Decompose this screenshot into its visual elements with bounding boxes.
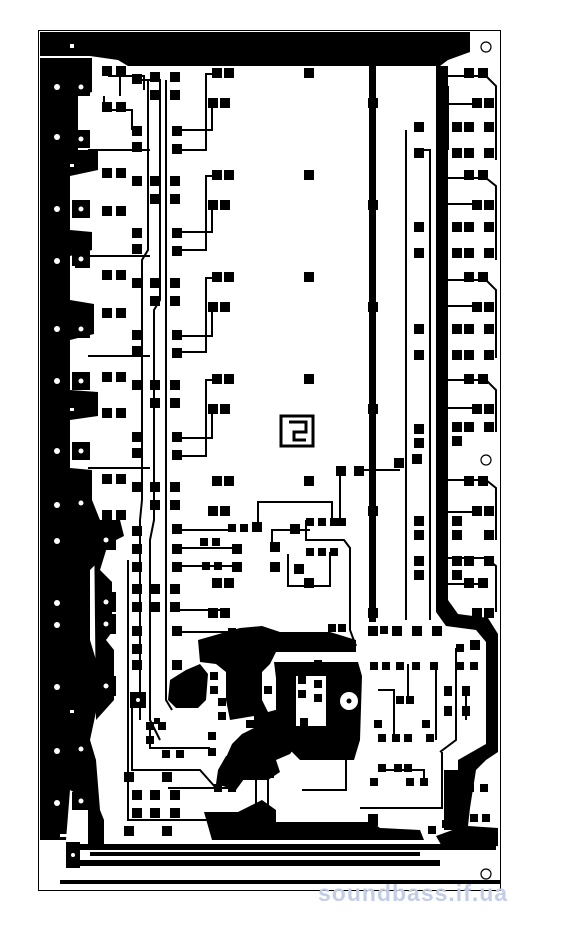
pads: [46, 66, 494, 868]
mounting-hole-icon: [480, 454, 492, 466]
watermark-text: soundbass.if.ua: [318, 880, 509, 906]
silkscreen-marks: [48, 44, 75, 864]
silkscreen-logo-icon: [279, 414, 315, 448]
mounting-hole-icon: [480, 41, 492, 53]
mounting-hole-icon: [480, 868, 492, 880]
pad-row-small: [102, 66, 494, 836]
